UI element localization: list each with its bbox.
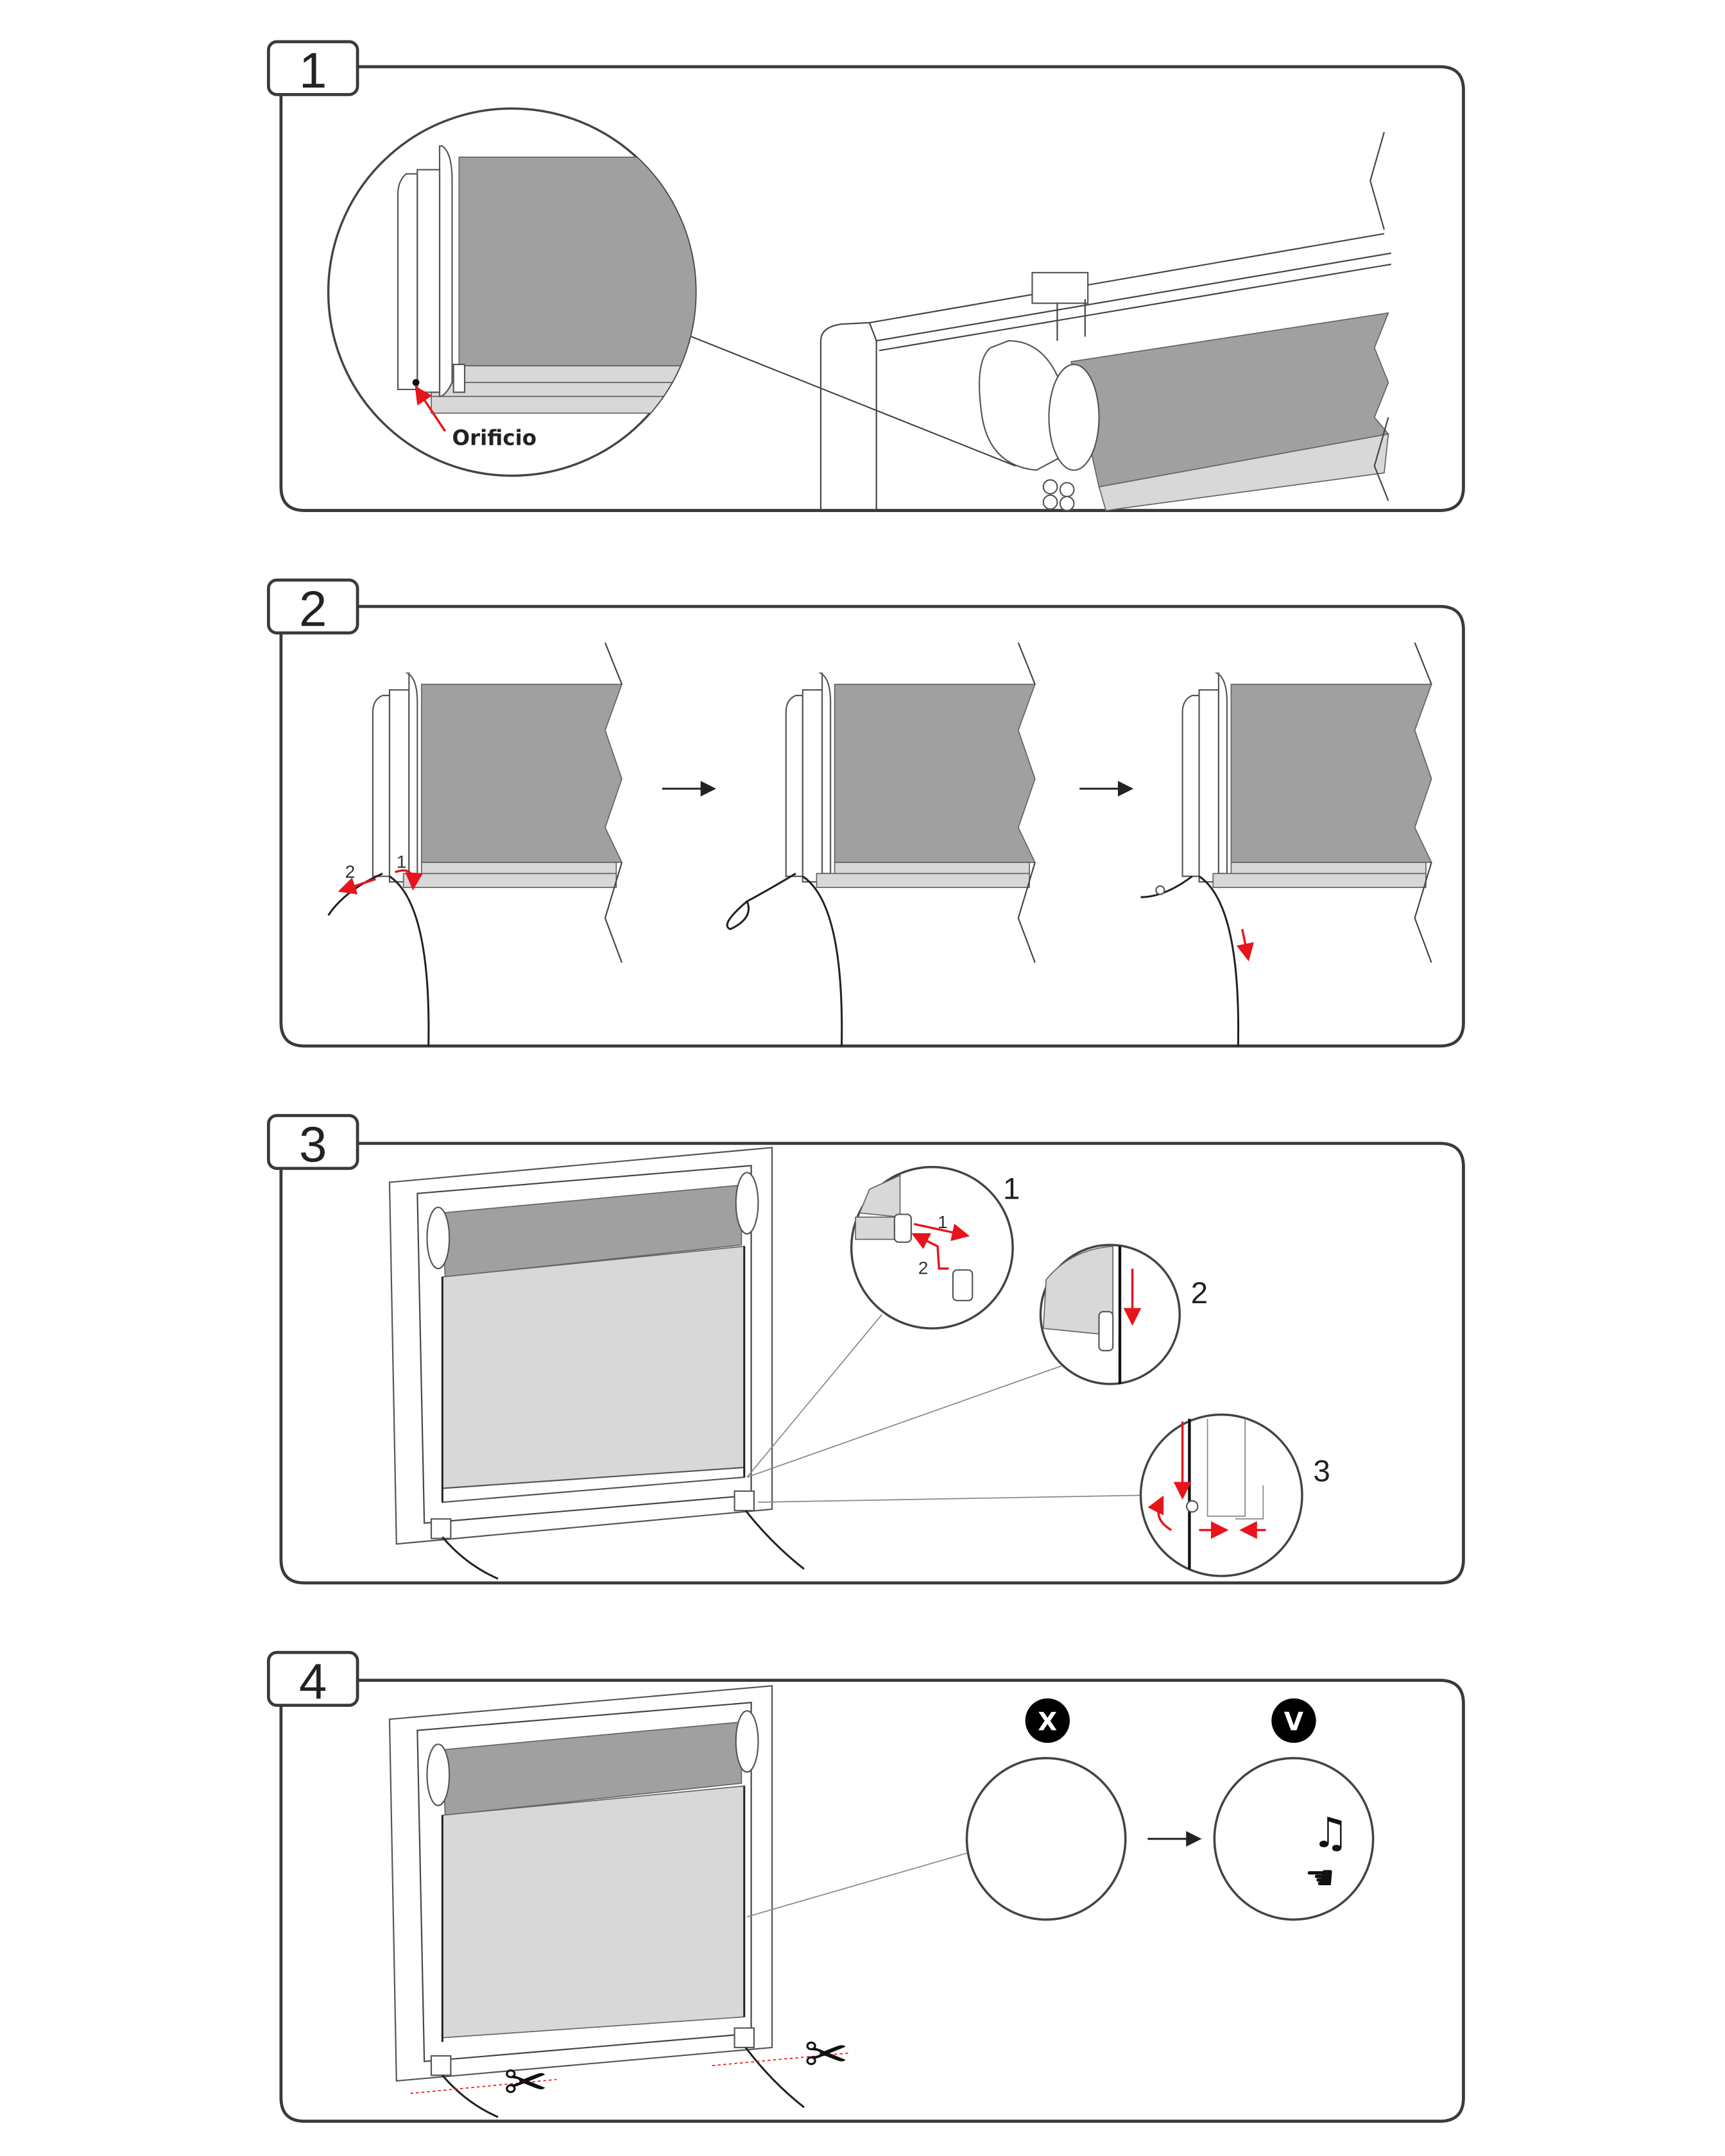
- step-1-tab: [266, 40, 359, 96]
- window-frame-scene: [820, 132, 1391, 511]
- detail-1-bracket-cap: 1 2 1: [850, 1166, 1020, 1330]
- cord-label-1: 1: [397, 851, 407, 872]
- correct-tension-detail: V ♫ ☚: [1213, 1698, 1375, 1921]
- step-1-number: 1: [299, 42, 327, 99]
- wrong-tension-detail: X: [965, 1698, 1127, 1921]
- scissors-icon: ✂: [504, 2052, 548, 2113]
- detail-connector-2: [746, 1365, 1062, 1478]
- step-3-panel: 3 1 2 1: [266, 1114, 1465, 1585]
- cord-threading-scene-2: [726, 642, 1036, 1047]
- pointing-hand-icon: ☚: [1305, 1859, 1335, 1897]
- step-2-panel: 2 2 1: [266, 578, 1465, 1048]
- bracket-cap: [979, 340, 1065, 471]
- detail-number-2: 2: [1191, 1276, 1208, 1310]
- cord-label-2: 2: [345, 861, 356, 882]
- step-4-number: 4: [299, 1653, 327, 1709]
- detail-magnifier: Orificio: [327, 107, 697, 477]
- hole-pointer-arrow: [415, 386, 447, 432]
- orificio-label: Orificio: [452, 426, 537, 450]
- step-1-panel: 1: [266, 40, 1465, 512]
- window-with-blind: [388, 1147, 805, 1580]
- cord-threading-scene-1: 2 1: [327, 642, 623, 1047]
- step-3-tab: [266, 1114, 359, 1170]
- detail-3-floor-anchor: 3: [1139, 1413, 1330, 1577]
- detail-1-arrow-label-1: 1: [938, 1211, 948, 1232]
- wrong-badge-label: X: [1038, 1708, 1057, 1737]
- wrong-badge: [1025, 1698, 1070, 1743]
- hole-marker: [412, 379, 420, 386]
- magnifier-connector: [691, 336, 1016, 467]
- mounting-clip: [1031, 271, 1089, 304]
- step-4-tab: [266, 1650, 359, 1707]
- detail-2-cord-clip: 2: [1039, 1244, 1208, 1385]
- detail-number-3: 3: [1313, 1455, 1330, 1489]
- right-badge-label: V: [1284, 1708, 1303, 1737]
- detail-1-arrow-label-2: 2: [918, 1258, 929, 1278]
- step-4-panel: 4 ✂ ✂ X: [266, 1650, 1465, 2123]
- right-badge: [1271, 1698, 1316, 1743]
- detail-connector-3: [758, 1494, 1141, 1503]
- music-note-icon: ♫: [1312, 1810, 1349, 1858]
- detail-connector-1: [746, 1313, 883, 1478]
- step-2-number: 2: [299, 580, 327, 637]
- step-3-number: 3: [299, 1116, 327, 1172]
- scissors-icon: ✂: [804, 2024, 848, 2085]
- window-with-blind: ✂ ✂: [388, 1685, 849, 2118]
- detail-number-1: 1: [1003, 1172, 1020, 1206]
- step-2-tab: [266, 578, 359, 635]
- detail-connector: [746, 1852, 968, 1917]
- blind-fabric: [442, 1245, 745, 1500]
- cord-threading-scene-3: [1140, 642, 1432, 1047]
